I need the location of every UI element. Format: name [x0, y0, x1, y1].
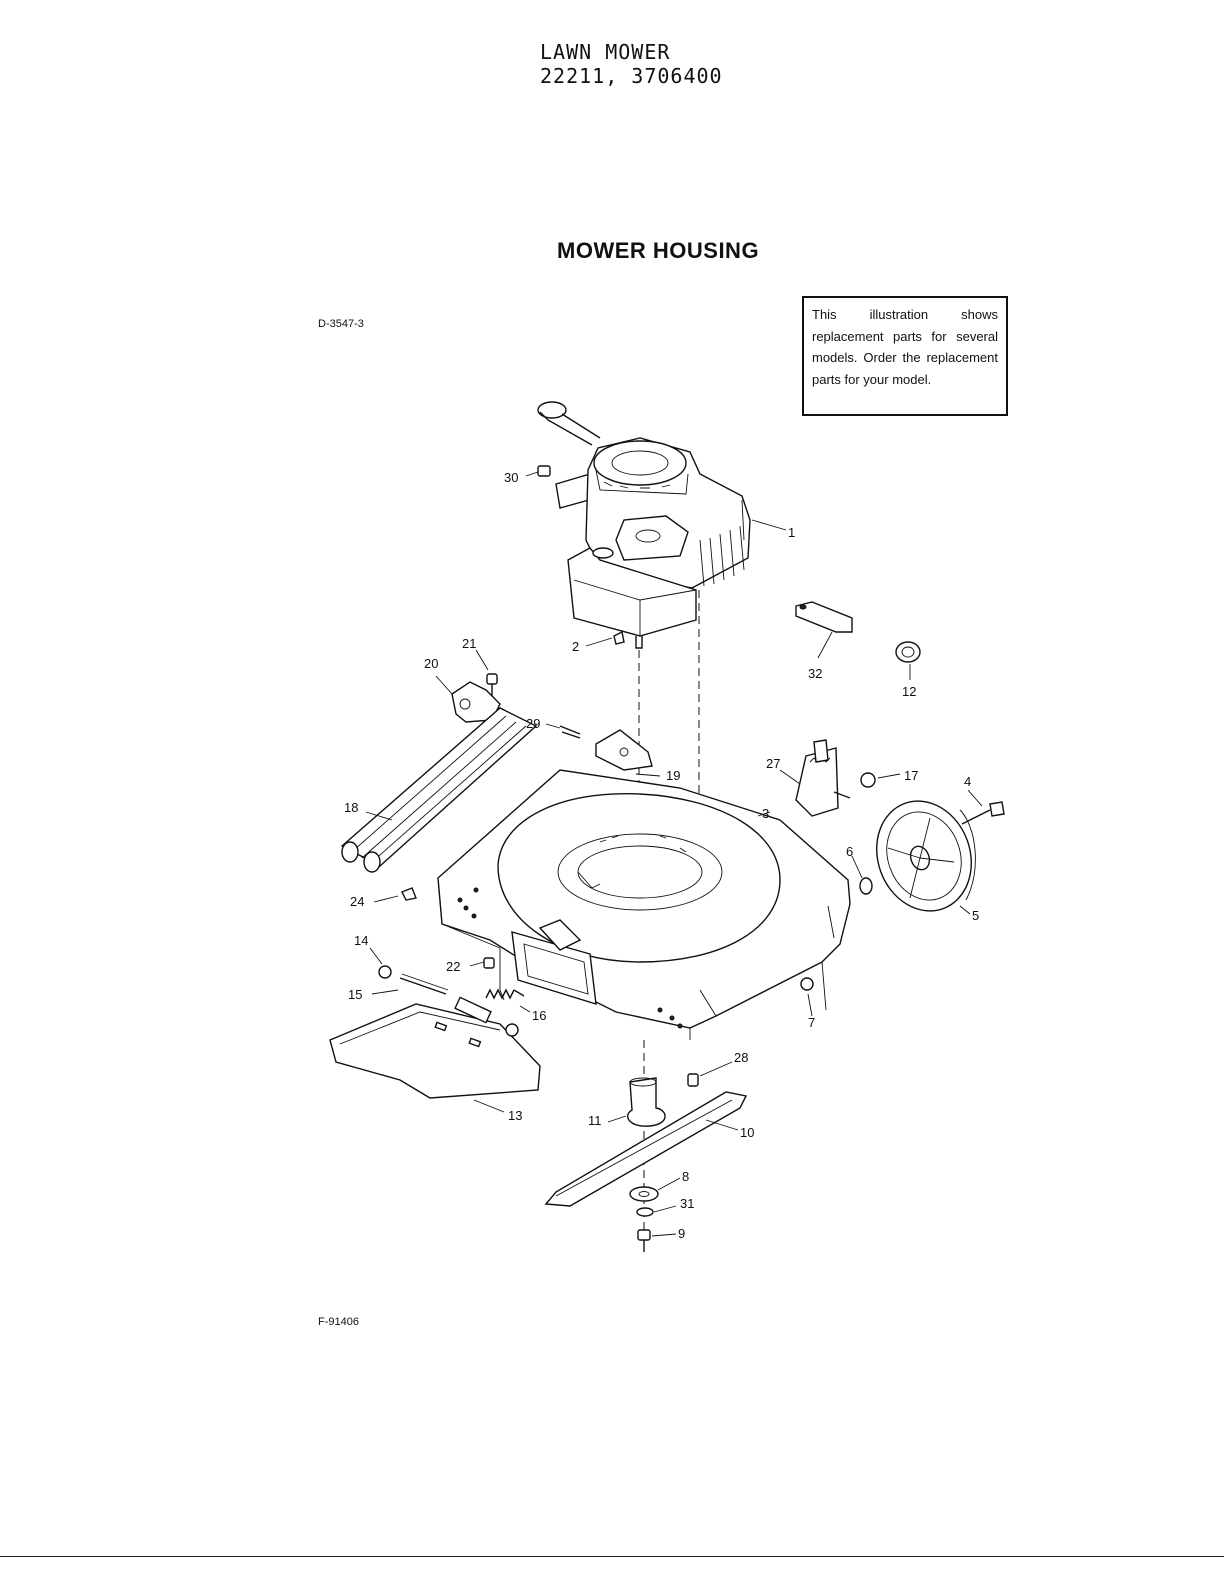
blade-assembly — [544, 1040, 748, 1252]
callout-24: 24 — [350, 894, 364, 909]
callout-6: 6 — [846, 844, 853, 859]
figure-id: F-91406 — [318, 1316, 359, 1328]
callout-16: 16 — [532, 1008, 546, 1023]
callout-7: 7 — [808, 1015, 815, 1030]
callout-28: 28 — [734, 1050, 748, 1065]
leader-lines — [365, 471, 983, 1237]
callout-22: 22 — [446, 959, 460, 974]
rear-axle-part-18 — [340, 707, 538, 873]
callout-20: 20 — [424, 656, 438, 671]
callout-32: 32 — [808, 666, 822, 681]
callout-14: 14 — [354, 933, 368, 948]
callout-27: 27 — [766, 756, 780, 771]
rear-deflector-part-13 — [329, 996, 541, 1099]
callout-4: 4 — [964, 774, 971, 789]
height-adjuster-part-27 — [795, 739, 851, 817]
page-bottom-rule — [0, 1556, 1224, 1557]
callout-10: 10 — [740, 1125, 754, 1140]
model-numbers: 22211, 3706400 — [540, 64, 723, 88]
callout-17: 17 — [904, 768, 918, 783]
callout-1: 1 — [788, 525, 795, 540]
callout-9: 9 — [678, 1226, 685, 1241]
callout-11: 11 — [588, 1113, 602, 1128]
wheel-part-5 — [876, 800, 976, 912]
section-title: MOWER HOUSING — [557, 238, 760, 263]
drawing-id: D-3547-3 — [318, 318, 364, 330]
engine-part-1 — [537, 401, 751, 649]
callout-29: 29 — [526, 716, 540, 731]
callout-labels: 30 1 2 32 12 21 20 29 19 27 17 4 18 3 6 … — [344, 470, 979, 1241]
callout-18: 18 — [344, 800, 358, 815]
callout-3: 3 — [762, 806, 769, 821]
product-name: LAWN MOWER — [540, 40, 671, 64]
callout-15: 15 — [348, 987, 362, 1002]
callout-21: 21 — [462, 636, 476, 651]
mower-deck-part-3 — [437, 769, 851, 1040]
callout-12: 12 — [902, 684, 916, 699]
callout-5: 5 — [972, 908, 979, 923]
callout-2: 2 — [572, 639, 579, 654]
callout-8: 8 — [682, 1169, 689, 1184]
notice-box: This illustration shows replacement part… — [802, 296, 1008, 416]
callout-13: 13 — [508, 1108, 522, 1123]
small-hardware — [378, 465, 1005, 1087]
callout-30: 30 — [504, 470, 518, 485]
callout-19: 19 — [666, 768, 680, 783]
callout-31: 31 — [680, 1196, 694, 1211]
